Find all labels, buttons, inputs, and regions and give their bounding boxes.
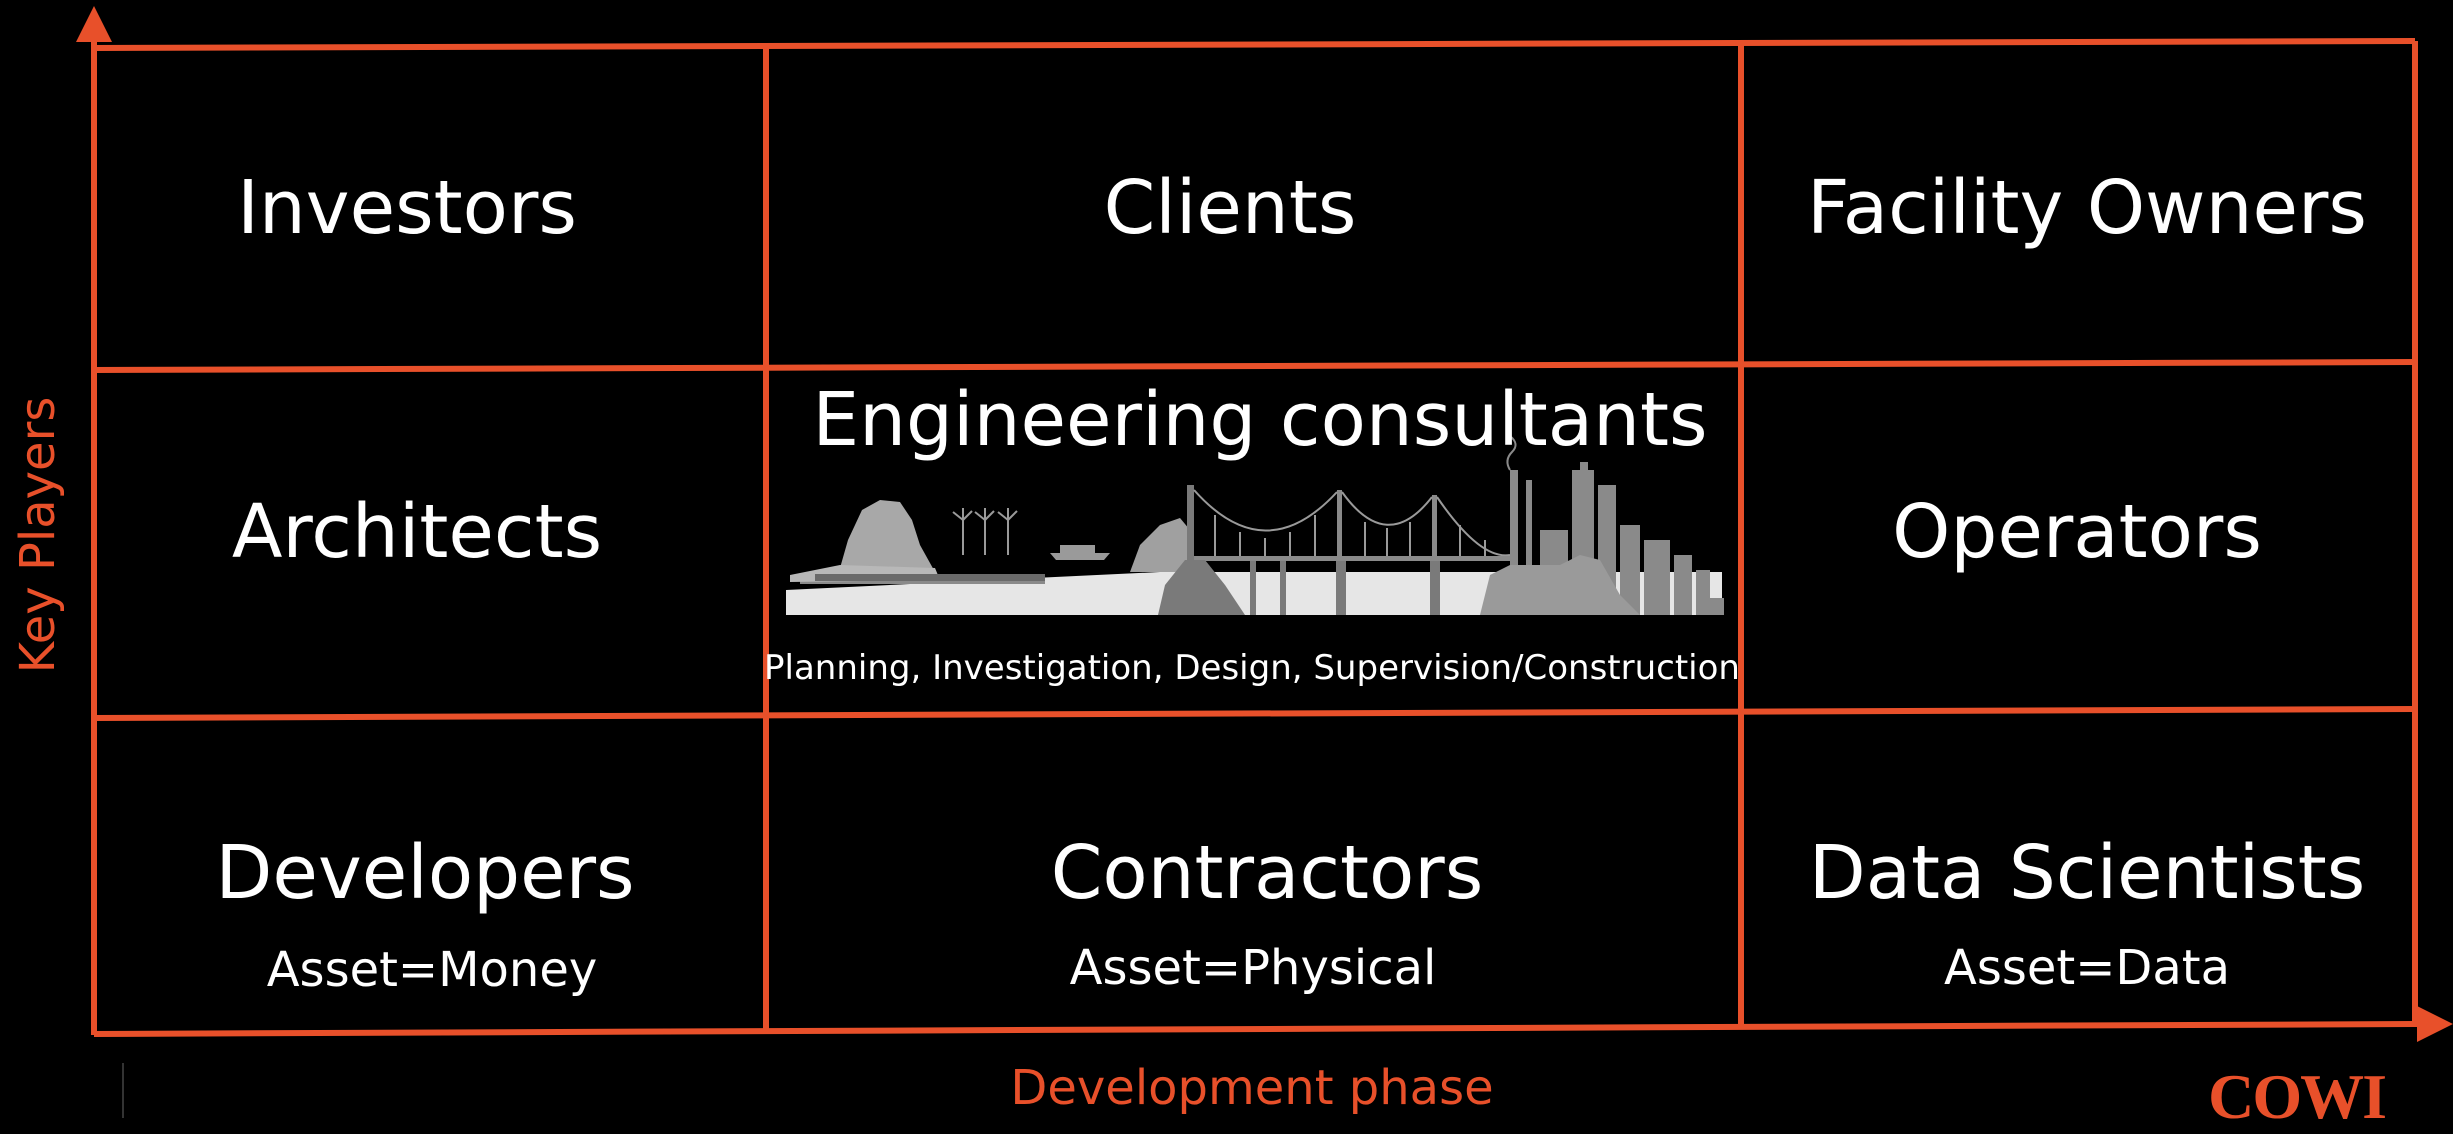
y-axis-arrowhead <box>76 6 112 42</box>
skyline-wind-turbines <box>952 508 1018 555</box>
grid-row2-line <box>93 706 2416 721</box>
cell-contractors: Contractors <box>1050 830 1484 916</box>
cell-engineering-consultants: Engineering consultants <box>812 377 1708 463</box>
skyline-bridge <box>1187 485 1514 615</box>
cell-operators: Operators <box>1892 489 2262 575</box>
skyline-ship <box>1050 545 1110 560</box>
engineering-phases-caption: Planning, Investigation, Design, Supervi… <box>764 648 1740 688</box>
grid <box>93 38 2418 1031</box>
contractors-asset-label: Asset=Physical <box>1069 940 1437 996</box>
skyline-mound <box>1158 560 1245 615</box>
cell-clients: Clients <box>1103 165 1357 251</box>
grid-top-line <box>93 38 2416 51</box>
skyline-rock-left <box>838 500 935 575</box>
developers-asset-label: Asset=Money <box>266 942 598 998</box>
skyline-city <box>1480 435 1724 615</box>
y-axis-label: Key Players <box>10 396 66 674</box>
x-axis-label: Development phase <box>1010 1060 1494 1116</box>
cell-data-scientists: Data Scientists <box>1808 830 2366 916</box>
cowi-logo: COWI <box>2208 1061 2387 1132</box>
grid-row1-line <box>93 359 2416 373</box>
skyline-train <box>815 574 1045 581</box>
x-axis-arrowhead <box>2417 1006 2453 1042</box>
cell-developers: Developers <box>215 830 635 916</box>
skyline-hill <box>1130 518 1195 572</box>
x-axis-line <box>93 1021 2421 1037</box>
axes <box>76 6 2453 1042</box>
cell-facility-owners: Facility Owners <box>1807 165 2367 251</box>
infrastructure-skyline-illustration <box>786 435 1724 615</box>
cell-architects: Architects <box>231 489 603 575</box>
cell-investors: Investors <box>237 165 577 251</box>
footer-divider <box>122 1063 124 1118</box>
data-scientists-asset-label: Asset=Data <box>1943 940 2231 996</box>
